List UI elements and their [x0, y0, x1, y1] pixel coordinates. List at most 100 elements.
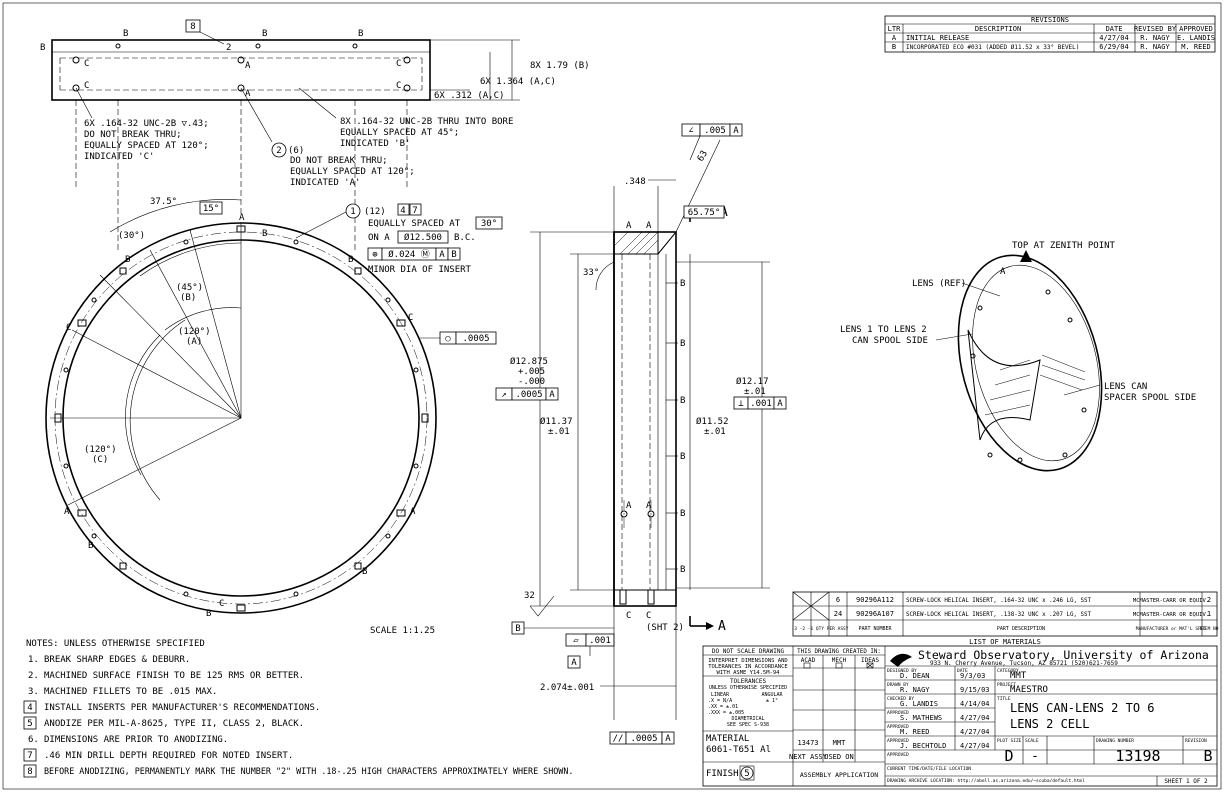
note-a-line3: INDICATED 'A' [290, 178, 360, 188]
used-on-value: MMT [833, 739, 846, 747]
date-label: DATE [957, 668, 968, 674]
iso-view: A TOP AT ZENITH POINT LENS (REF) LENS 1 … [840, 241, 1196, 472]
note-b-line1: 8X .164-32 UNC-2B THRU INTO BORE [340, 117, 513, 127]
ring-label-c-bot: C [219, 599, 224, 609]
note-7-num: 7 [27, 751, 32, 761]
tol-title: TOLERANCES [730, 678, 767, 685]
minor-dia-note: MINOR DIA OF INSERT [368, 265, 472, 275]
insert-on: ON A [368, 233, 390, 243]
scale-label-tb: SCALE [1025, 738, 1039, 744]
sec-label-b-2: B [680, 339, 685, 349]
insert-flag-4: 4 [400, 206, 405, 216]
flag-8-box [185, 19, 201, 33]
designed-by-label: DESIGNED BY [887, 668, 917, 674]
interpret-1: INTERPRET DIMENSIONS AND [708, 658, 787, 664]
angularity-datum: A [733, 126, 739, 136]
bom-title: LIST OF MATERIALS [969, 638, 1041, 646]
approved-3-date: 4/27/04 [960, 742, 990, 750]
tol-sub: UNLESS OTHERWISE SPECIFIED [709, 685, 787, 691]
label-c-1: C [84, 59, 89, 69]
material-label: MATERIAL [706, 734, 749, 744]
created-in: THIS DRAWING CREATED IN: [797, 649, 881, 655]
tol-line-2: .XX = ±.01 [708, 704, 738, 710]
parallel-datum: A [665, 734, 671, 744]
designed-by: D. DEAN [900, 672, 930, 680]
rev-a-approved: E. LANDIS [1177, 34, 1215, 42]
rev-header-approved: APPROVED [1179, 25, 1213, 33]
rev-b-by: R. NAGY [1140, 43, 1170, 51]
note-c-line1: 6X .164-32 UNC-2B ▽.43; [84, 119, 209, 129]
sec-label-b-5: B [680, 509, 685, 519]
drawn-by: R. NAGY [900, 686, 930, 694]
bom-row2-part: 90296A107 [856, 610, 894, 618]
flatness-symbol: ○ [445, 334, 451, 344]
dia-1152-tol: ±.01 [704, 427, 726, 437]
ring-label-a-top: A [239, 213, 245, 223]
dia-1137: Ø11.37 [540, 416, 573, 427]
section-arrow-bottom: A [718, 619, 726, 634]
bom-header-desc: PART DESCRIPTION [997, 626, 1045, 632]
angle-120-a: (120°) [178, 327, 211, 337]
interpret-3: WITH ASME Y14.5M-94 [717, 670, 781, 676]
ring-label-c-r: C [408, 313, 413, 323]
note-7-text: .46 MIN DRILL DEPTH REQUIRED FOR NOTED I… [44, 751, 293, 761]
ring-label-b-bot: B [206, 609, 211, 619]
approved-2-date: 4/27/04 [960, 728, 990, 736]
bom-row2-item: 1 [1207, 610, 1211, 618]
sec-label-a-4: A [646, 501, 652, 511]
diametral: DIAMETRICAL [731, 716, 764, 722]
angle-120-c-l: (C) [92, 455, 108, 465]
dia-1217-tol: ±.01 [744, 387, 766, 397]
checkbox-acad[interactable] [803, 662, 811, 669]
note-b-line2: EQUALLY SPACED AT 45°; [340, 128, 459, 138]
parallel-tol: .0005 [630, 734, 657, 744]
fcf-pos-symbol: ⊕ [372, 250, 377, 260]
bom-row1-item: 2 [1207, 596, 1211, 604]
sec-label-c-2: C [646, 611, 651, 621]
checked-date: 4/14/04 [960, 700, 990, 708]
flat-001-tol: .001 [589, 636, 611, 646]
checkbox-ideas[interactable] [866, 662, 874, 669]
top-zenith-label: TOP AT ZENITH POINT [1012, 241, 1116, 251]
notes-header: NOTES: UNLESS OTHERWISE SPECIFIED [26, 639, 205, 649]
bom-row1-mfr: MCMASTER-CARR OR EQUIV. [1133, 598, 1209, 604]
title-line1: LENS CAN-LENS 2 TO 6 [1010, 701, 1155, 715]
project-label: PROJECT [997, 682, 1016, 688]
approved-2: M. REED [900, 728, 930, 736]
insert-balloon [345, 203, 361, 219]
lens-1-2-line2: CAN SPOOL SIDE [852, 336, 928, 346]
finish-32: 32 [524, 591, 535, 601]
note-a-balloon-num: 2 [276, 146, 281, 156]
title-line2: LENS 2 CELL [1010, 717, 1089, 731]
drawn-date: 9/15/03 [960, 686, 990, 694]
dia-12875-minus: -.000 [518, 377, 545, 387]
sec-label-b-4: B [680, 452, 685, 462]
lens-1-2-line1: LENS 1 TO LENS 2 [840, 325, 927, 335]
bom-header-mfr: MANUFACTURER or MAT'L SPEC [1136, 626, 1207, 632]
note-8-text: BEFORE ANODIZING, PERMANENTLY MARK THE N… [44, 766, 573, 776]
sec-label-a-2: A [646, 221, 652, 231]
bom-table: 6 90296A112 SCREW-LOCK HELICAL INSERT, .… [792, 591, 1219, 646]
rev-b-ltr: B [892, 43, 896, 51]
rev-a-date: 4/27/04 [1099, 34, 1129, 42]
dim-8x-179: 8X 1.79 (B) [530, 61, 590, 71]
note-3-num: 3. [28, 687, 39, 697]
org-name: Steward Observatory, University of Arizo… [918, 648, 1209, 662]
insert-line1: EQUALLY SPACED AT [368, 219, 461, 229]
perp-symbol: ⊥ [738, 399, 744, 409]
flat-001-symbol: ▱ [573, 636, 579, 646]
lens-can-line1: LENS CAN [1104, 382, 1147, 392]
sec-label-c-1: C [626, 611, 631, 621]
cad-ideas: IDEAS [861, 657, 879, 664]
datum-a: A [571, 658, 577, 668]
finish-label: FINISH [706, 769, 739, 779]
checkbox-mech[interactable] [835, 662, 843, 669]
sec-label-b-3: B [680, 396, 685, 406]
label-b-left: B [40, 43, 45, 53]
runout-tol: .0005 [515, 390, 542, 400]
rev-header-ltr: LTR [888, 25, 901, 33]
label-a-1: A [245, 61, 251, 71]
bom-row2-qty: 24 [834, 610, 842, 618]
